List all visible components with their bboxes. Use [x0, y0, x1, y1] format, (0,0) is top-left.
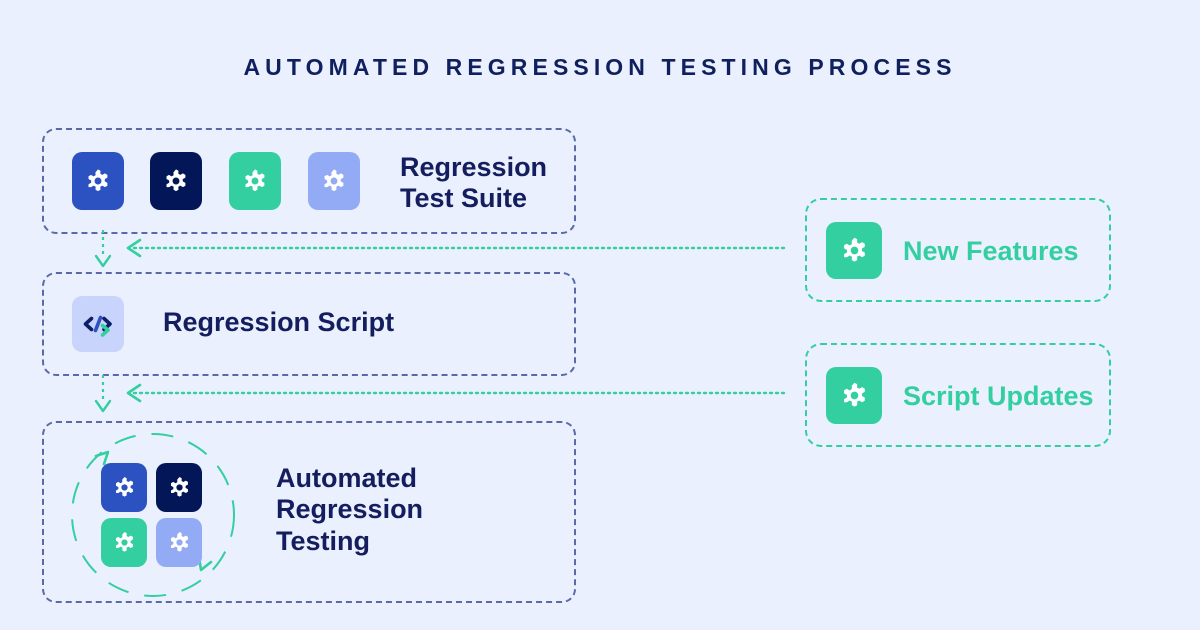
- panel-script-updates: [805, 343, 1111, 447]
- code-brackets-icon: [72, 296, 124, 352]
- gear-icon: [101, 463, 147, 512]
- input-label-new-features: New Features: [903, 236, 1079, 266]
- right-angle-bracket-accent: [100, 323, 110, 337]
- step-down-arrowhead-2: [94, 399, 112, 413]
- gear-icon: [156, 518, 202, 567]
- gear-icon: [72, 152, 124, 210]
- gear-icon: [308, 152, 360, 210]
- step-down-arrowhead-1: [94, 254, 112, 268]
- gear-icon: [150, 152, 202, 210]
- gear-icon: [826, 367, 882, 424]
- gear-icon: [156, 463, 202, 512]
- feedback-arrowhead-script-updates: [126, 383, 142, 403]
- gear-icon: [229, 152, 281, 210]
- step-label-automated-regression-testing: Automated Regression Testing: [276, 463, 424, 556]
- panel-regression-script: [42, 272, 576, 376]
- slash: [93, 315, 103, 333]
- panel-new-features: [805, 198, 1111, 302]
- cycle-arrows: [71, 433, 235, 597]
- step-label-regression-test-suite: Regression Test Suite: [400, 152, 548, 214]
- cycle-arrowhead-top-left: [94, 450, 110, 466]
- feedback-arrowhead-new-features: [126, 238, 142, 258]
- gear-icon: [826, 222, 882, 279]
- page-title: AUTOMATED REGRESSION TESTING PROCESS: [243, 54, 957, 80]
- gear-icon: [101, 518, 147, 567]
- cycle-dashed-circle: [71, 433, 235, 597]
- step-label-regression-script: Regression Script: [163, 307, 395, 337]
- connector-group-1: [94, 230, 788, 268]
- connector-group-2: [94, 375, 788, 413]
- panel-regression-test-suite: [42, 128, 576, 234]
- left-angle-bracket: [83, 316, 94, 332]
- panel-automated-regression-testing: [42, 421, 576, 603]
- input-label-script-updates: Script Updates: [903, 381, 1094, 411]
